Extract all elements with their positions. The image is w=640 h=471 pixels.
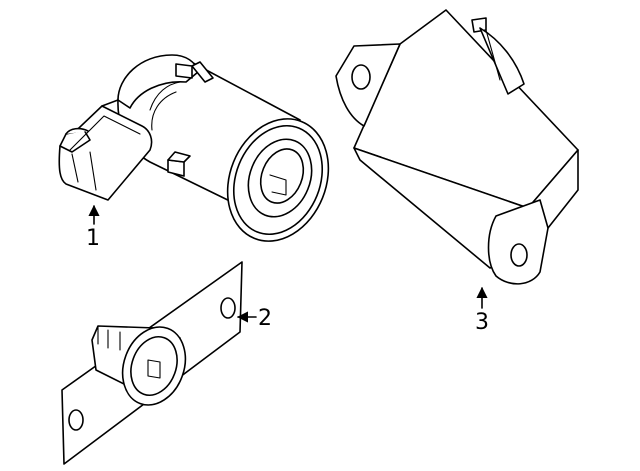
callout-2-label: 2 — [258, 306, 272, 331]
parking-sensor-part — [58, 54, 330, 242]
module-part — [335, 9, 579, 285]
callout-1: 1 — [86, 204, 100, 251]
callout-1-label: 1 — [86, 226, 100, 251]
callout-3: 3 — [475, 286, 489, 335]
callout-3-label: 3 — [475, 310, 489, 335]
bracket-part — [61, 261, 243, 465]
callout-2: 2 — [236, 306, 272, 331]
